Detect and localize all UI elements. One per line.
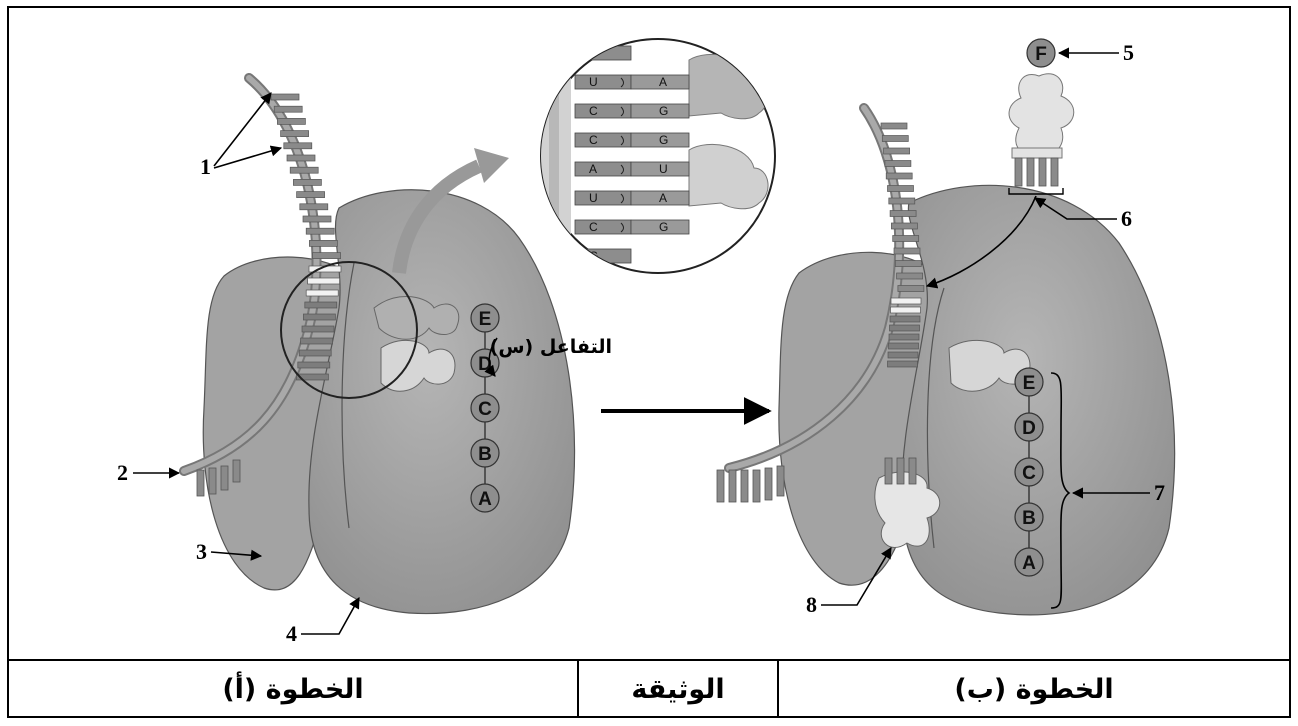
label-4: 4	[286, 621, 297, 646]
incoming-trna	[1009, 74, 1074, 194]
label-8: 8	[806, 592, 817, 617]
caption-step-b: الخطوة (ب)	[779, 661, 1289, 718]
svg-text:G: G	[659, 104, 668, 118]
ribosome-a	[203, 190, 574, 614]
label-2: 2	[117, 460, 128, 485]
a-residue-c: C	[471, 394, 499, 422]
svg-text:C: C	[478, 399, 492, 420]
b-residue-e: E	[1015, 368, 1043, 396]
large-subunit-b	[902, 185, 1175, 615]
caption-row: الخطوة (أ) الوثيقة الخطوة (ب)	[9, 659, 1289, 718]
residue-f: F	[1027, 39, 1055, 67]
zoom-base-pair: C	[575, 46, 631, 60]
svg-text:A: A	[1022, 553, 1036, 574]
label-7: 7	[1154, 480, 1165, 505]
a-residue-b: B	[471, 439, 499, 467]
b-residue-b: B	[1015, 503, 1043, 531]
svg-text:E: E	[1023, 373, 1036, 394]
svg-text:U: U	[589, 191, 598, 205]
svg-text:A: A	[659, 191, 667, 205]
label-6: 6	[1121, 206, 1132, 231]
svg-text:U: U	[659, 162, 668, 176]
svg-text:F: F	[1035, 44, 1047, 65]
large-subunit-a	[309, 190, 575, 614]
svg-text:B: B	[478, 444, 492, 465]
a-residue-a: A	[471, 484, 499, 512]
svg-text:C: C	[589, 104, 598, 118]
caption-document: الوثيقة	[579, 661, 779, 718]
svg-text:D: D	[1022, 418, 1036, 439]
zoom-base-pair: G	[575, 249, 631, 263]
a-residue-e: E	[471, 304, 499, 332]
svg-text:U: U	[589, 75, 598, 89]
label-1: 1	[200, 154, 211, 179]
svg-text:A: A	[589, 162, 597, 176]
ribosome-b	[779, 185, 1175, 615]
svg-text:G: G	[659, 133, 668, 147]
reaction-label: التفاعل (س)	[490, 336, 612, 358]
svg-text:A: A	[478, 489, 492, 510]
svg-text:C: C	[1022, 463, 1036, 484]
svg-text:B: B	[1022, 508, 1036, 529]
caption-step-a: الخطوة (أ)	[9, 661, 579, 718]
svg-text:C: C	[589, 220, 598, 234]
svg-text:A: A	[659, 75, 667, 89]
b-residue-d: D	[1015, 413, 1043, 441]
svg-text:G: G	[659, 220, 668, 234]
b-residue-c: C	[1015, 458, 1043, 486]
label-3: 3	[196, 539, 207, 564]
svg-text:E: E	[479, 309, 492, 330]
b-residue-a: A	[1015, 548, 1043, 576]
svg-text:C: C	[589, 133, 598, 147]
label-5: 5	[1123, 40, 1134, 65]
